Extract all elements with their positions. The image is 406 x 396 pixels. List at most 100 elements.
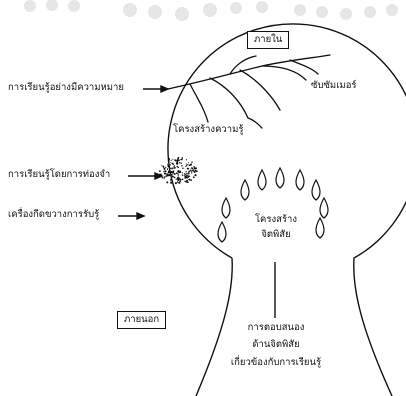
rote-dot [182, 175, 183, 176]
rote-dot [180, 162, 181, 163]
rote-dot [182, 179, 184, 181]
rote-dot [185, 171, 186, 172]
rote-dot [160, 174, 161, 175]
rote-dot [184, 181, 185, 182]
subsumer-branches [168, 55, 330, 128]
rote-dot [186, 165, 187, 166]
rote-dot [163, 168, 165, 170]
rote-dot [170, 179, 172, 181]
learning-barrier-label: เครื่องกีดขวางการรับรู้ [8, 209, 99, 220]
rote-dot [169, 164, 170, 165]
rote-dot [179, 181, 181, 183]
rote-dot [172, 176, 174, 178]
rote-dot [168, 158, 170, 160]
affective-structure-line-2: จิตพิสัย [248, 229, 304, 240]
rote-dot [167, 164, 168, 165]
rote-dot [187, 164, 188, 165]
rote-dot [187, 175, 188, 176]
rote-dot [159, 170, 161, 172]
rote-dot [177, 178, 179, 180]
label-arrows [118, 86, 168, 219]
rote-dot [172, 181, 173, 182]
rote-dot [182, 172, 183, 173]
rote-dot [178, 175, 179, 176]
rote-dot [176, 172, 177, 173]
rote-dot [177, 181, 179, 183]
rote-dot [174, 173, 176, 175]
rote-dot [172, 171, 174, 173]
rote-dot [164, 176, 166, 178]
rote-dot [177, 173, 178, 174]
rote-dot [176, 163, 177, 164]
affective-structure-line-1: โครงสร้าง [248, 214, 304, 225]
rote-dots [159, 157, 198, 184]
rote-dot [186, 173, 188, 175]
rote-dot [171, 174, 173, 176]
rote-dot [176, 179, 177, 180]
rote-dot [172, 159, 173, 160]
rote-dot [168, 172, 170, 174]
affective-structure-label: โครงสร้าง จิตพิสัย [248, 214, 304, 241]
rote-dot [186, 163, 187, 164]
rote-dot [178, 170, 179, 171]
rote-dot [169, 167, 171, 169]
rote-dot [189, 171, 191, 173]
rote-dot [187, 168, 189, 170]
rote-dot [175, 182, 177, 184]
rote-dot [170, 172, 172, 174]
rote-dot [182, 168, 183, 169]
watermark [24, 0, 398, 21]
affective-response-line-1: การตอบสนอง [216, 322, 336, 333]
rote-dot [174, 177, 176, 179]
rote-dot [167, 175, 169, 177]
rote-dot [165, 170, 167, 172]
rote-dot [166, 181, 168, 183]
rote-dot [163, 171, 164, 172]
rote-dot [181, 165, 182, 166]
rote-dot [190, 163, 192, 165]
rote-dot [160, 175, 162, 177]
rote-dot [164, 178, 165, 179]
rote-dot [185, 176, 187, 178]
rote-dot [168, 166, 170, 168]
rote-dot [170, 182, 172, 184]
rote-dot [186, 159, 187, 160]
rote-dot [180, 159, 181, 160]
rote-dot [177, 167, 178, 168]
rote-dot [193, 177, 194, 178]
rote-dot [195, 168, 196, 169]
inside-label: ภายใน [247, 31, 289, 49]
rote-dot [185, 174, 186, 175]
rote-dot [178, 182, 180, 184]
outside-label: ภายนอก [117, 311, 166, 329]
rote-dot [178, 157, 180, 159]
rote-dot [162, 165, 164, 167]
subsumer-label: ซับซัมเมอร์ [311, 80, 357, 91]
rote-dot [188, 162, 189, 163]
rote-dot [178, 171, 180, 173]
rote-dot [175, 159, 177, 161]
rote-dot [188, 173, 190, 175]
rote-dot [189, 176, 190, 177]
rote-dot [171, 167, 173, 169]
rote-dot [172, 163, 174, 165]
rote-dot [196, 170, 198, 172]
rote-dot [191, 172, 192, 173]
rote-dot [191, 167, 192, 168]
rote-dot [174, 165, 175, 166]
rote-dot [192, 171, 193, 172]
rote-dot [170, 162, 171, 163]
rote-dot [164, 172, 166, 174]
rote-dot [173, 167, 174, 168]
rote-dot [191, 168, 192, 169]
rote-dot [161, 165, 162, 166]
rote-dot [165, 167, 166, 168]
affective-response-line-3: เกี่ยวข้องกับการเรียนรู้ [216, 357, 336, 368]
rote-dot [181, 157, 183, 159]
affective-response-line-2: ด้านจิตพิสัย [216, 339, 336, 350]
rote-dot [178, 159, 180, 161]
rote-learning-label: การเรียนรู้โดยการท่องจำ [8, 169, 110, 180]
rote-dot [190, 179, 192, 181]
rote-dot [162, 177, 164, 179]
meaningful-learning-label: การเรียนรู้อย่างมีความหมาย [8, 82, 124, 93]
